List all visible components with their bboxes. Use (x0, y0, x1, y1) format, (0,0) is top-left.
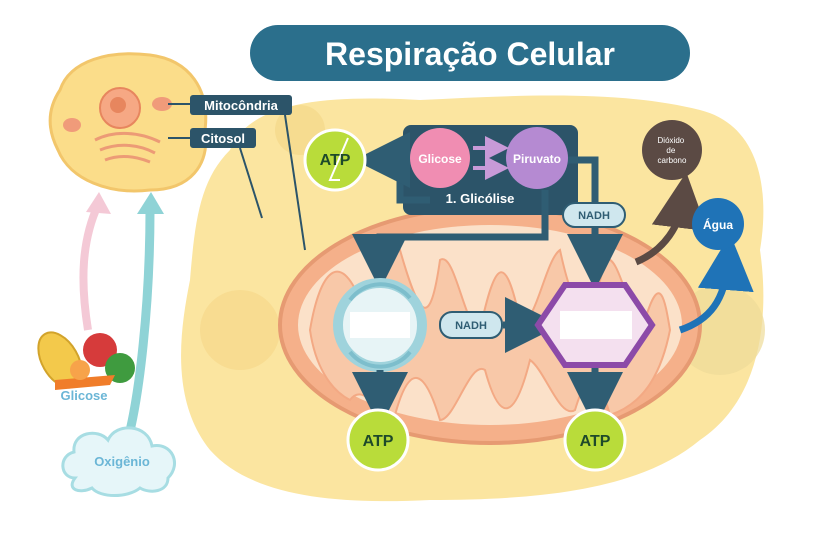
glycolysis-to-atp-arrow (354, 132, 430, 204)
atp-label-bottom-right: ATP (580, 433, 611, 450)
oxygen-input-arrow (120, 209, 155, 452)
nadh-label-middle: NADH (455, 320, 487, 332)
mitochondria-label: Mitocôndria (204, 98, 278, 113)
cell-mitochondrion-icon (152, 97, 172, 111)
co2-label-mid: de (666, 146, 675, 155)
nadh-label-top: NADH (578, 210, 610, 222)
atp-lightning-icon (328, 137, 349, 181)
food-icon (37, 331, 135, 390)
water-label: Água (703, 217, 733, 232)
mitochondria-pointer-line (284, 114, 306, 251)
page-title: Respiração Celular (325, 36, 615, 72)
glucose-node (410, 128, 470, 188)
glycolysis-step-label: 1. Glicólise (446, 191, 515, 206)
krebs-label-box (350, 312, 410, 338)
co2-label: Dióxido de carbono (658, 136, 687, 165)
oxygen-cloud (61, 426, 177, 497)
pyruvate-to-krebs-arrow (352, 190, 549, 290)
cell-er-icon (94, 131, 161, 164)
cell-mitochondrion-icon (63, 118, 81, 132)
atp-label-bottom-left: ATP (363, 433, 394, 450)
cytosol-label-box (190, 128, 256, 148)
co2-product-node (642, 120, 702, 180)
glucose-input-label: Glicose (61, 388, 108, 403)
glucose-input-arrow (79, 203, 102, 331)
mitochondria-label-box (190, 95, 292, 115)
cell-nucleolus (110, 97, 126, 113)
oxygen-input-arrowhead-icon (137, 192, 164, 214)
pyruvate-node (506, 127, 568, 189)
nadh-carrier-top (562, 202, 626, 228)
atp-badge-bottom-right (563, 408, 627, 472)
atp-badge-bottom-left (346, 408, 410, 472)
title-banner (250, 25, 690, 81)
glucose-node-label: Glicose (418, 152, 462, 166)
atp-badge-top-left (303, 128, 367, 192)
krebs-cycle-arrows-icon (348, 282, 412, 369)
glucose-input-arrowhead-icon (86, 192, 111, 214)
water-product-node (692, 198, 744, 250)
cytosol-pointer-line (239, 147, 263, 219)
cytosol-label: Citosol (201, 131, 245, 146)
atp-label-top-left: ATP (320, 152, 351, 169)
etc-label-box (560, 311, 632, 339)
etc-to-water-arrow (678, 234, 754, 334)
pyruvate-node-label: Piruvato (513, 152, 561, 166)
cytosol-blob (200, 290, 280, 370)
oxygen-input-label: Oxigênio (94, 454, 150, 469)
nadh-carrier-middle (439, 311, 503, 339)
etc-to-co2-arrow (634, 172, 708, 266)
